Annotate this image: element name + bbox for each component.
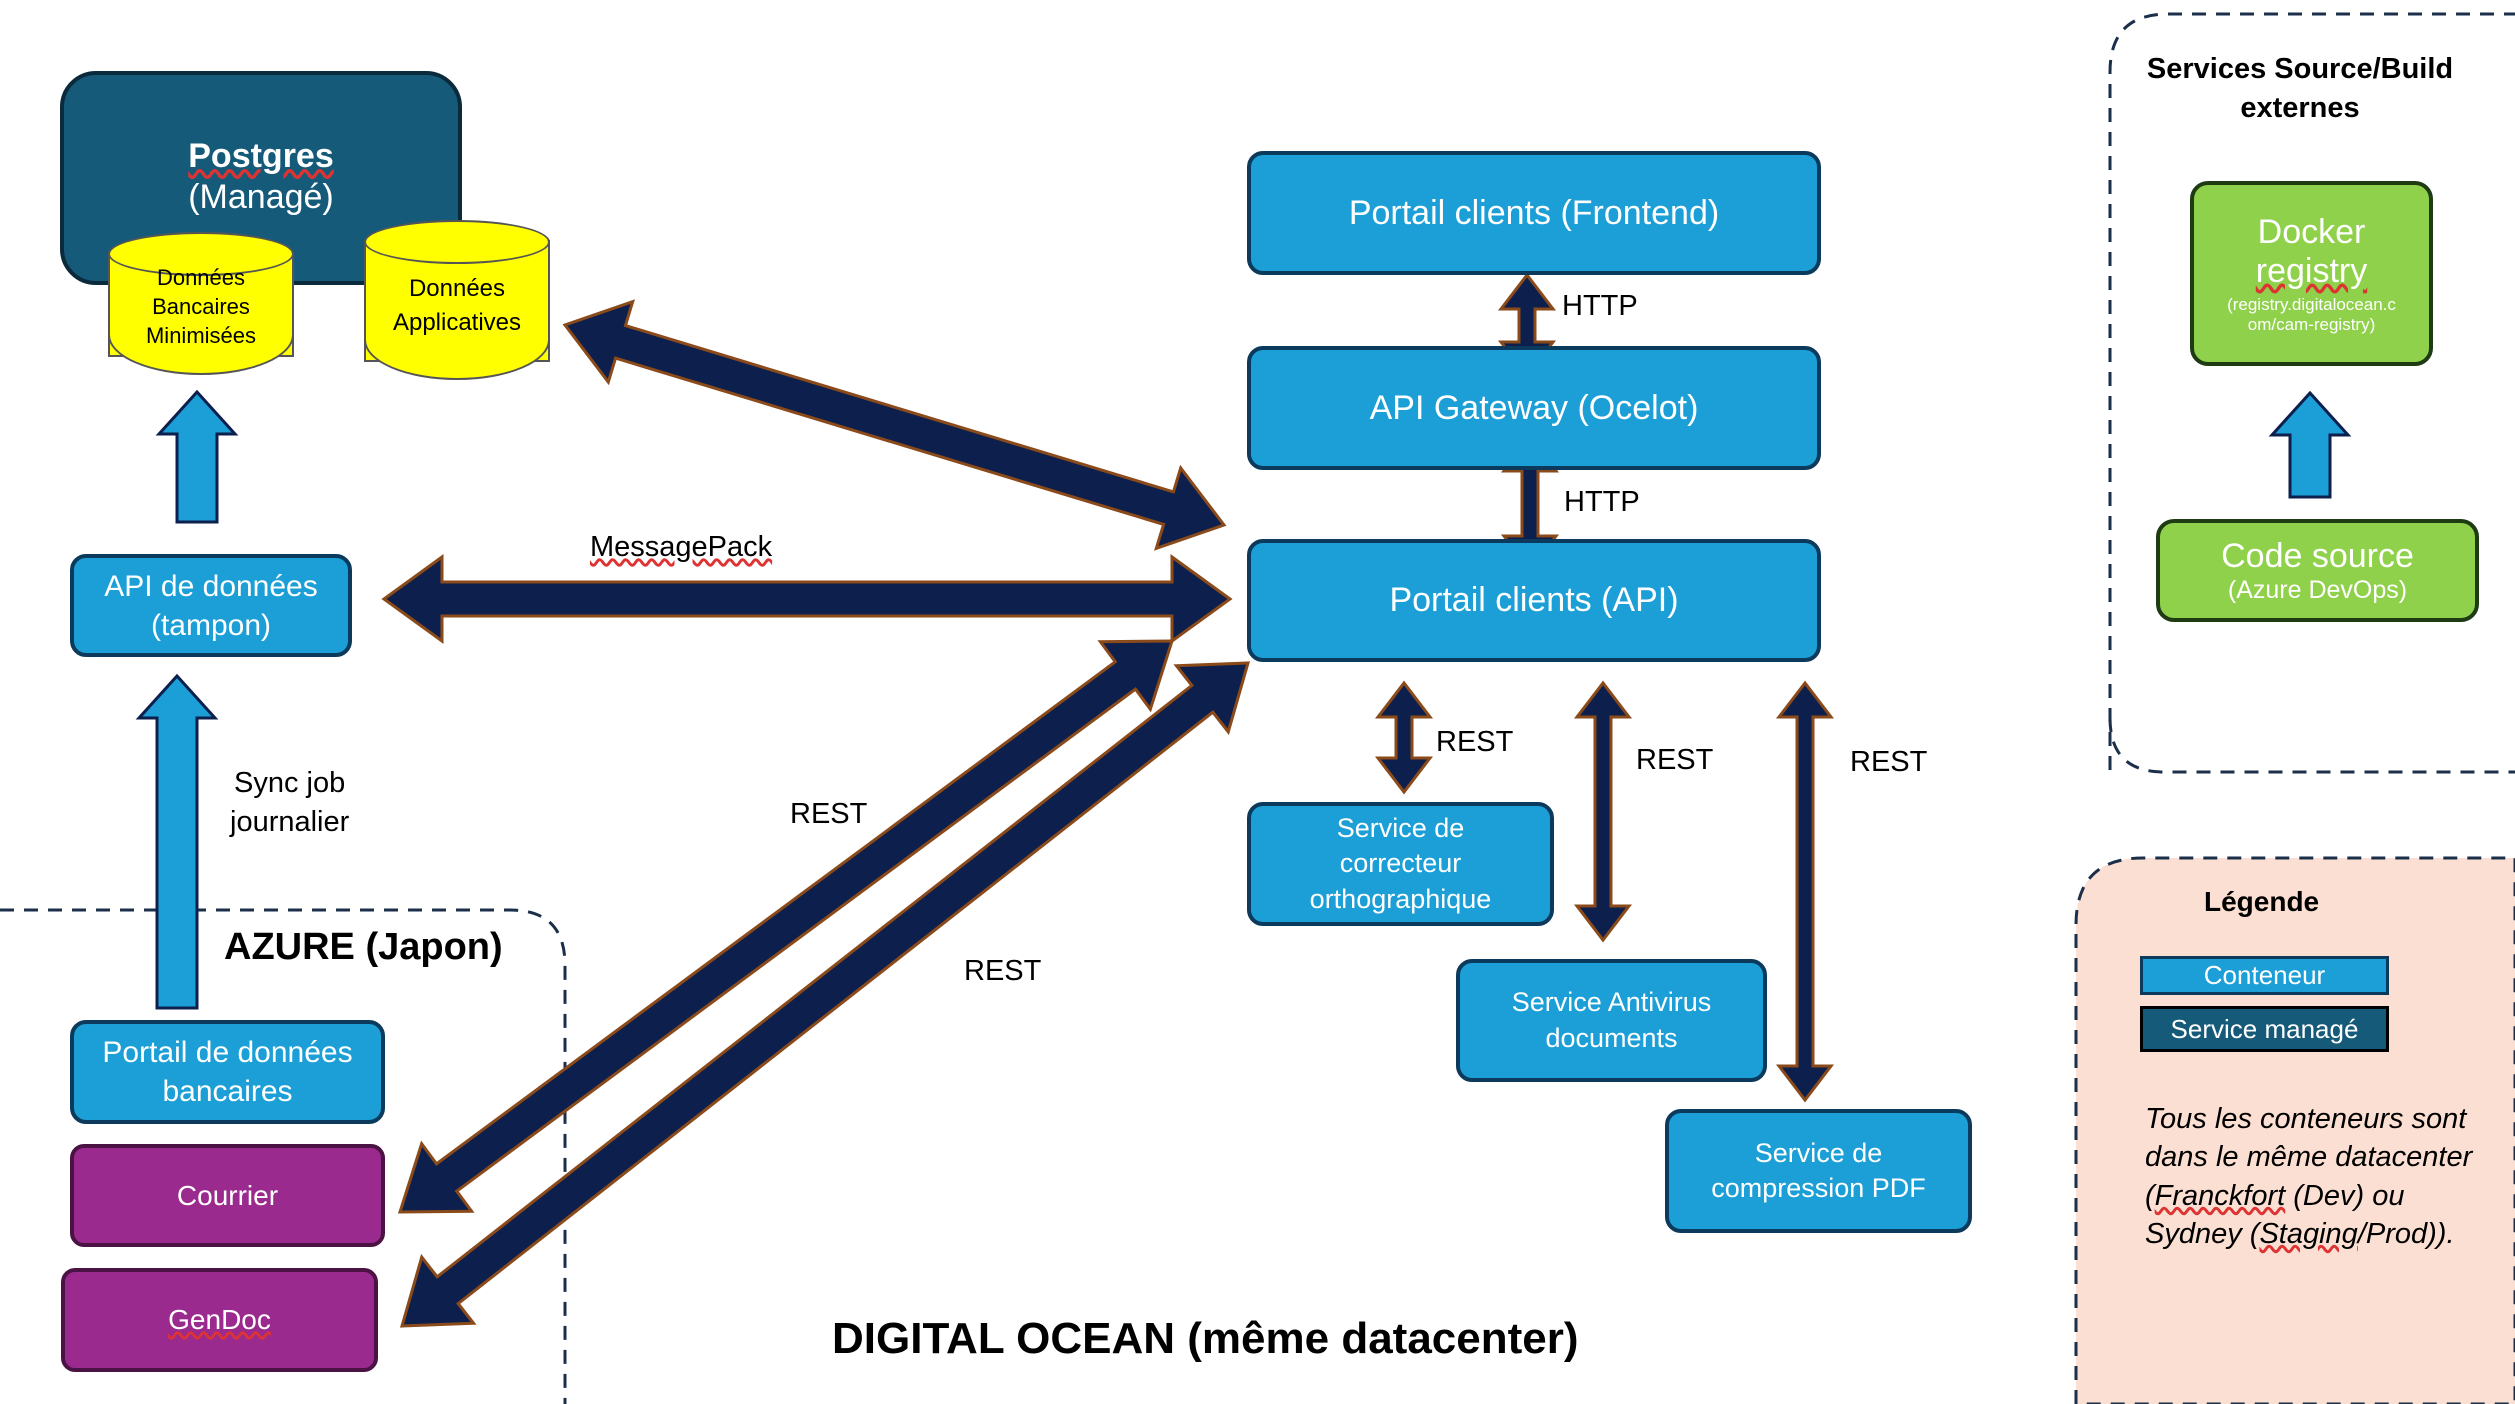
sync-job-line2: journalier — [230, 806, 350, 839]
arrow-postgres-portail-api — [562, 299, 1227, 551]
azure-region-title: AZURE (Japon) — [224, 926, 503, 968]
arrow-api-to-postgres — [155, 389, 239, 524]
http-label-1: HTTP — [1562, 290, 1638, 322]
db-banking-cylinder[interactable]: Données Bancaires Minimisées — [108, 232, 294, 375]
legend-note-sydney: Sydney ( — [2145, 1217, 2260, 1250]
legend-note-line4-rest: /Prod)). — [2357, 1217, 2455, 1250]
arrow-api-antivirus — [1573, 680, 1633, 943]
api-donnees-line2: (tampon) — [150, 608, 272, 642]
legend-note-line2: dans le même datacenter — [2145, 1141, 2473, 1174]
docker-line1: Docker — [2257, 212, 2366, 251]
docker-registry-box[interactable]: Docker registry (registry.digitalocean.c… — [2190, 181, 2433, 366]
correcteur-line2: correcteur — [1339, 848, 1462, 879]
sync-job-label: Sync job journalier — [230, 764, 349, 842]
arrow-courrier-portail-api — [397, 639, 1175, 1214]
antivirus-line1: Service Antivirus — [1511, 987, 1712, 1018]
pdf-line2: compression PDF — [1711, 1173, 1926, 1203]
rest-label-antivirus: REST — [1636, 744, 1714, 776]
arrow-api-correcteur — [1374, 680, 1434, 795]
messagepack-label: MessagePack — [590, 531, 773, 563]
portail-bancaire-box[interactable]: Portail de données bancaires — [70, 1020, 385, 1124]
legend-note-line3-rest: (Dev) ou — [2285, 1179, 2405, 1212]
legend-note-line3: (Franckfort (Dev) ou — [2145, 1179, 2405, 1212]
digital-ocean-title: DIGITAL OCEAN (même datacenter) — [832, 1314, 1579, 1363]
portail-api-label: Portail clients (API) — [1389, 581, 1679, 619]
legend-title: Légende — [2204, 886, 2320, 917]
portail-bancaire-line2: bancaires — [162, 1075, 293, 1108]
external-title-line2: externes — [2240, 92, 2360, 125]
pdf-line1: Service de — [1754, 1137, 1883, 1168]
code-source-line1: Code source — [2221, 536, 2414, 575]
legend-note-line4: Sydney (Staging/Prod)). — [2145, 1215, 2472, 1253]
antivirus-box[interactable]: Service Antivirus documents — [1456, 959, 1767, 1082]
external-title: Services Source/Build externes — [2140, 50, 2460, 128]
rest-label-azure-2: REST — [964, 955, 1042, 987]
portail-api-box[interactable]: Portail clients (API) — [1247, 539, 1821, 662]
external-title-line1: Services Source/Build — [2146, 53, 2454, 85]
correcteur-line3: orthographique — [1309, 883, 1492, 914]
gateway-box[interactable]: API Gateway (Ocelot) — [1247, 346, 1821, 470]
antivirus-line2: documents — [1545, 1022, 1678, 1053]
legend-note-franckfort: Franckfort — [2154, 1179, 2286, 1212]
http-label-2: HTTP — [1564, 486, 1640, 518]
courrier-box[interactable]: Courrier — [70, 1144, 385, 1247]
legend-note: Tous les conteneurs sont dans le même da… — [2145, 1100, 2472, 1253]
docker-url-line1: (registry.digitalocean.c — [2227, 294, 2396, 314]
arrow-messagepack — [381, 554, 1233, 644]
docker-line2: registry — [2255, 251, 2368, 290]
rest-label-azure-1: REST — [790, 798, 868, 830]
db-app-line1: Données — [408, 275, 506, 303]
code-source-line2: (Azure DevOps) — [2227, 575, 2408, 604]
db-app-line2: Applicatives — [392, 309, 522, 336]
rest-label-correcteur: REST — [1436, 726, 1514, 758]
portail-bancaire-line1: Portail de données — [102, 1036, 353, 1069]
db-banking-line1: Données — [156, 264, 246, 290]
postgres-title: Postgres — [188, 137, 334, 175]
db-banking-line3: Minimisées — [145, 323, 257, 349]
sync-job-line1: Sync job — [234, 767, 346, 799]
legend-note-staging: Staging — [2259, 1217, 2358, 1250]
pdf-box[interactable]: Service de compression PDF — [1665, 1109, 1972, 1233]
api-donnees-box[interactable]: API de données (tampon) — [70, 554, 352, 657]
correcteur-box[interactable]: Service de correcteur orthographique — [1247, 802, 1554, 926]
gendoc-label: GenDoc — [168, 1304, 271, 1335]
arrow-portail-to-api-donnees — [135, 673, 219, 1010]
legend-managed-label: Service managé — [2170, 1013, 2359, 1044]
legend-managed-swatch: Service managé — [2140, 1006, 2389, 1052]
arrow-gendoc-portail-api — [399, 661, 1251, 1328]
arrow-api-pdf — [1775, 680, 1835, 1103]
api-donnees-line1: API de données — [104, 569, 318, 603]
legend-container-label: Conteneur — [2203, 960, 2326, 990]
legend-container-swatch: Conteneur — [2140, 956, 2389, 995]
legend-note-line1: Tous les conteneurs sont — [2145, 1103, 2467, 1135]
arrow-code-to-docker — [2268, 390, 2352, 499]
courrier-label: Courrier — [176, 1179, 279, 1211]
postgres-subtitle: (Managé) — [188, 178, 334, 216]
gateway-label: API Gateway (Ocelot) — [1369, 388, 1699, 427]
docker-url-line2: om/cam-registry) — [2247, 314, 2376, 334]
db-app-cylinder[interactable]: Données Applicatives — [364, 220, 550, 380]
rest-label-pdf: REST — [1850, 746, 1928, 778]
correcteur-line1: Service de — [1336, 813, 1465, 844]
gendoc-box[interactable]: GenDoc — [61, 1268, 378, 1372]
frontend-box[interactable]: Portail clients (Frontend) — [1247, 151, 1821, 275]
db-banking-line2: Bancaires — [152, 293, 250, 319]
frontend-label: Portail clients (Frontend) — [1348, 193, 1720, 232]
code-source-box[interactable]: Code source (Azure DevOps) — [2156, 519, 2479, 622]
